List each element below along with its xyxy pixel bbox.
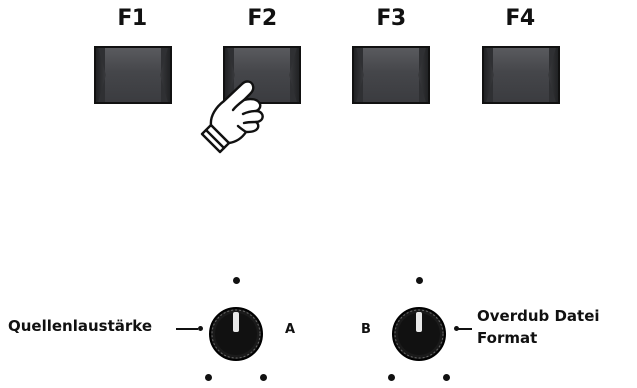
f4-button[interactable] — [482, 46, 560, 104]
overdub-file-format-line2: Format — [477, 329, 538, 347]
knob-right-bottom-left-dot — [388, 374, 395, 381]
f1-label: F1 — [117, 6, 147, 31]
f3-button[interactable] — [352, 46, 430, 104]
knob-left-top-dot — [233, 277, 240, 284]
overdub-format-leader-dot — [454, 326, 459, 331]
f4-label: F4 — [505, 6, 535, 31]
source-volume-label: Quellenlaustärke — [8, 317, 153, 335]
knob-right-mark-b: B — [361, 322, 371, 337]
rotary-knob-left[interactable] — [208, 306, 264, 362]
knob-left-bottom-right-dot — [260, 374, 267, 381]
pointing-hand-icon — [200, 80, 264, 154]
f3-label: F3 — [376, 6, 406, 31]
overdub-file-format-line1: Overdub Datei — [477, 307, 600, 325]
source-volume-leader-dot — [198, 326, 203, 331]
f2-label: F2 — [247, 6, 277, 31]
knob-left-bottom-left-dot — [205, 374, 212, 381]
knob-right-bottom-right-dot — [443, 374, 450, 381]
overdub-file-format-label: Overdub Datei Format — [477, 305, 600, 349]
f1-button[interactable] — [94, 46, 172, 104]
source-volume-leader — [176, 328, 198, 330]
knob-right-top-dot — [416, 277, 423, 284]
overdub-format-leader — [458, 328, 472, 330]
knob-left-mark-a: A — [285, 322, 296, 337]
rotary-knob-right[interactable] — [391, 306, 447, 362]
